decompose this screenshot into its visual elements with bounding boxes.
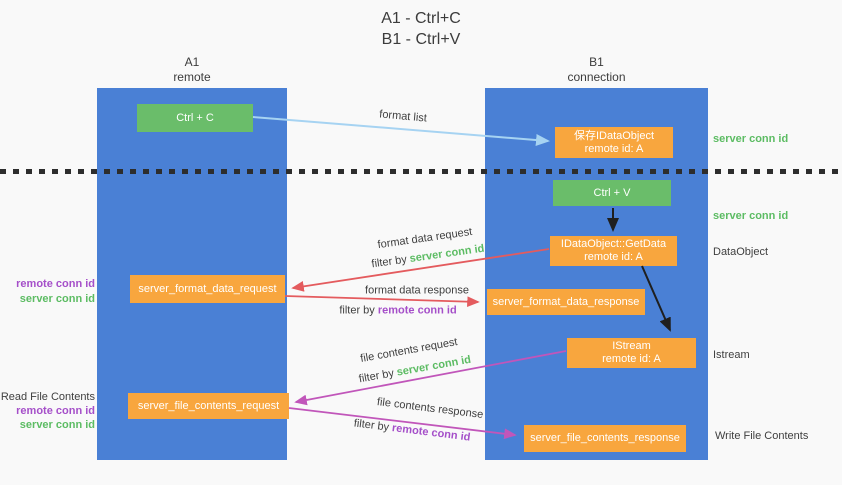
filter-by-text-2: filter by: [339, 304, 378, 317]
label-server-conn-id-left-bottom: server conn id: [19, 419, 95, 431]
column-b1-name: B1: [589, 55, 604, 69]
filter-value-2: remote conn id: [377, 304, 457, 317]
node-server-format-data-response-label: server_format_data_response: [492, 295, 640, 308]
node-server-file-contents-request: server_file_contents_request: [128, 393, 289, 419]
filter-by-text-4: filter by: [353, 417, 393, 435]
filter-by-text-1: filter by: [370, 253, 411, 271]
label-group-format-ids: remote conn id server conn id: [0, 277, 95, 307]
label-write-file-contents: Write File Contents: [715, 430, 809, 442]
column-header-a1: A1 remote: [97, 55, 287, 85]
node-istream-line2: remote id: A: [602, 353, 661, 365]
label-format-list: format list: [378, 108, 428, 125]
filter-by-text-3: filter by: [357, 366, 398, 386]
column-b1-subtitle: connection: [567, 70, 626, 84]
node-server-file-contents-response: server_file_contents_response: [524, 425, 686, 452]
column-a1-name: A1: [184, 55, 200, 69]
label-format-data-response: format data response: [365, 284, 469, 297]
diagram-title: A1 - Ctrl+C B1 - Ctrl+V: [0, 8, 842, 50]
node-idataobject-getdata: IDataObject::GetData remote id: A: [550, 236, 677, 266]
label-dataobject: DataObject: [713, 246, 769, 258]
label-istream: Istream: [713, 349, 750, 361]
node-ctrl-c: Ctrl + C: [137, 104, 253, 132]
section-divider: [0, 169, 842, 174]
node-ctrl-c-label: Ctrl + C: [176, 111, 214, 124]
label-remote-conn-id-top: remote conn id: [16, 278, 95, 290]
column-a1-subtitle: remote: [173, 70, 211, 84]
label-filter-by-remote-conn-id-2: filter by remote conn id: [353, 417, 471, 444]
label-remote-conn-id-bottom: remote conn id: [16, 405, 95, 417]
label-server-conn-id-left-top: server conn id: [19, 293, 95, 305]
node-save-idataobject-line1: 保存IDataObject: [573, 129, 655, 142]
node-save-idataobject: 保存IDataObject remote id: A: [555, 127, 673, 158]
node-istream: IStream remote id: A: [567, 338, 696, 368]
node-server-file-contents-response-label: server_file_contents_response: [530, 432, 680, 444]
title-line-1: A1 - Ctrl+C: [381, 10, 461, 27]
label-file-contents-response: file contents response: [376, 396, 484, 421]
label-group-file-ids: Read File Contents remote conn id server…: [0, 390, 95, 432]
node-ctrl-v: Ctrl + V: [553, 180, 671, 206]
node-ctrl-v-label: Ctrl + V: [593, 186, 631, 199]
label-filter-by-remote-conn-id-1: filter by remote conn id: [339, 305, 456, 318]
node-server-format-data-response: server_format_data_response: [487, 289, 645, 315]
node-save-idataobject-line2: remote id: A: [584, 142, 644, 155]
label-read-file-contents: Read File Contents: [0, 391, 95, 403]
node-server-format-data-request: server_format_data_request: [130, 275, 285, 303]
node-server-file-contents-request-label: server_file_contents_request: [137, 399, 280, 412]
node-istream-line1: IStream: [612, 340, 651, 352]
node-idataobject-getdata-line1: IDataObject::GetData: [560, 238, 667, 250]
label-server-conn-id-mid: server conn id: [713, 210, 789, 222]
title-line-2: B1 - Ctrl+V: [381, 31, 461, 48]
column-header-b1: B1 connection: [485, 55, 708, 85]
node-server-format-data-request-label: server_format_data_request: [138, 282, 277, 295]
filter-value-4: remote conn id: [391, 422, 472, 444]
label-server-conn-id-top: server conn id: [713, 133, 789, 145]
node-idataobject-getdata-line2: remote id: A: [584, 251, 643, 263]
